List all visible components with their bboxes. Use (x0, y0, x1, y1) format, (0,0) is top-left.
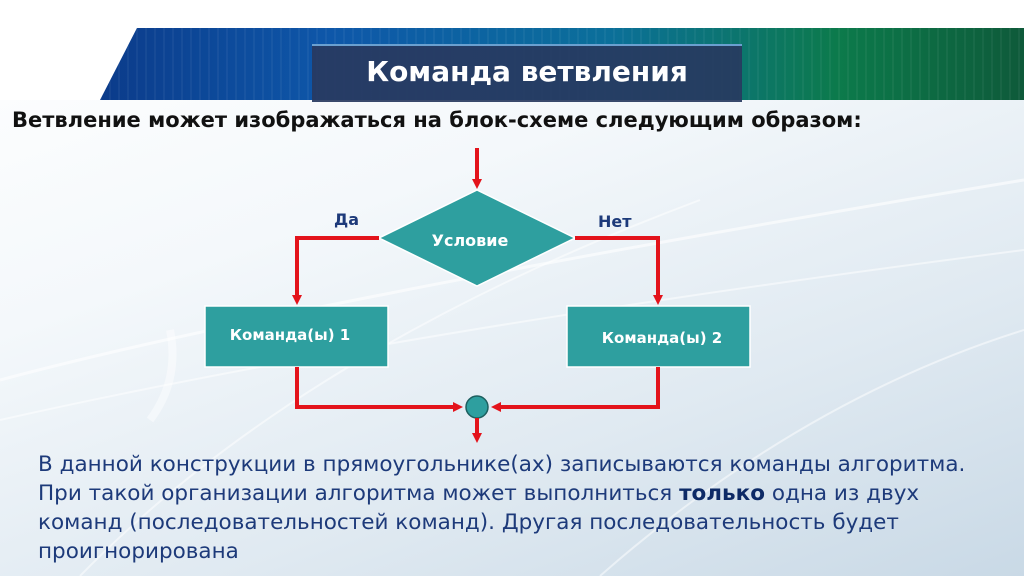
title-box (312, 44, 742, 102)
decision-label: Условие (432, 231, 509, 250)
explanation-emphasis: только (679, 481, 766, 506)
slide-header: Команда ветвления (0, 0, 1024, 102)
yes-label: Да (334, 210, 359, 229)
yes-branch-arrow (292, 236, 379, 305)
command-block-1-label: Команда(ы) 1 (230, 326, 350, 344)
no-label: Нет (598, 212, 632, 231)
command-block-2-label: Команда(ы) 2 (602, 329, 722, 347)
command-block-2 (566, 305, 751, 368)
merge-right-arrow (491, 367, 660, 412)
slide-title: Команда ветвления (366, 55, 688, 88)
no-branch-arrow (575, 236, 663, 305)
merge-node (465, 395, 489, 419)
explanation-part-1: В данной конструкции в прямоугольнике(ах… (38, 452, 966, 506)
decision-diamond (377, 189, 577, 287)
command-block-1 (204, 305, 389, 368)
merge-left-arrow (295, 367, 463, 412)
explanation-part-2: одна из двух команд (последовательностей… (38, 481, 920, 564)
slide-subtitle: Ветвление может изображаться на блок-схе… (12, 108, 862, 132)
explanation-paragraph: В данной конструкции в прямоугольнике(ах… (38, 450, 1008, 566)
